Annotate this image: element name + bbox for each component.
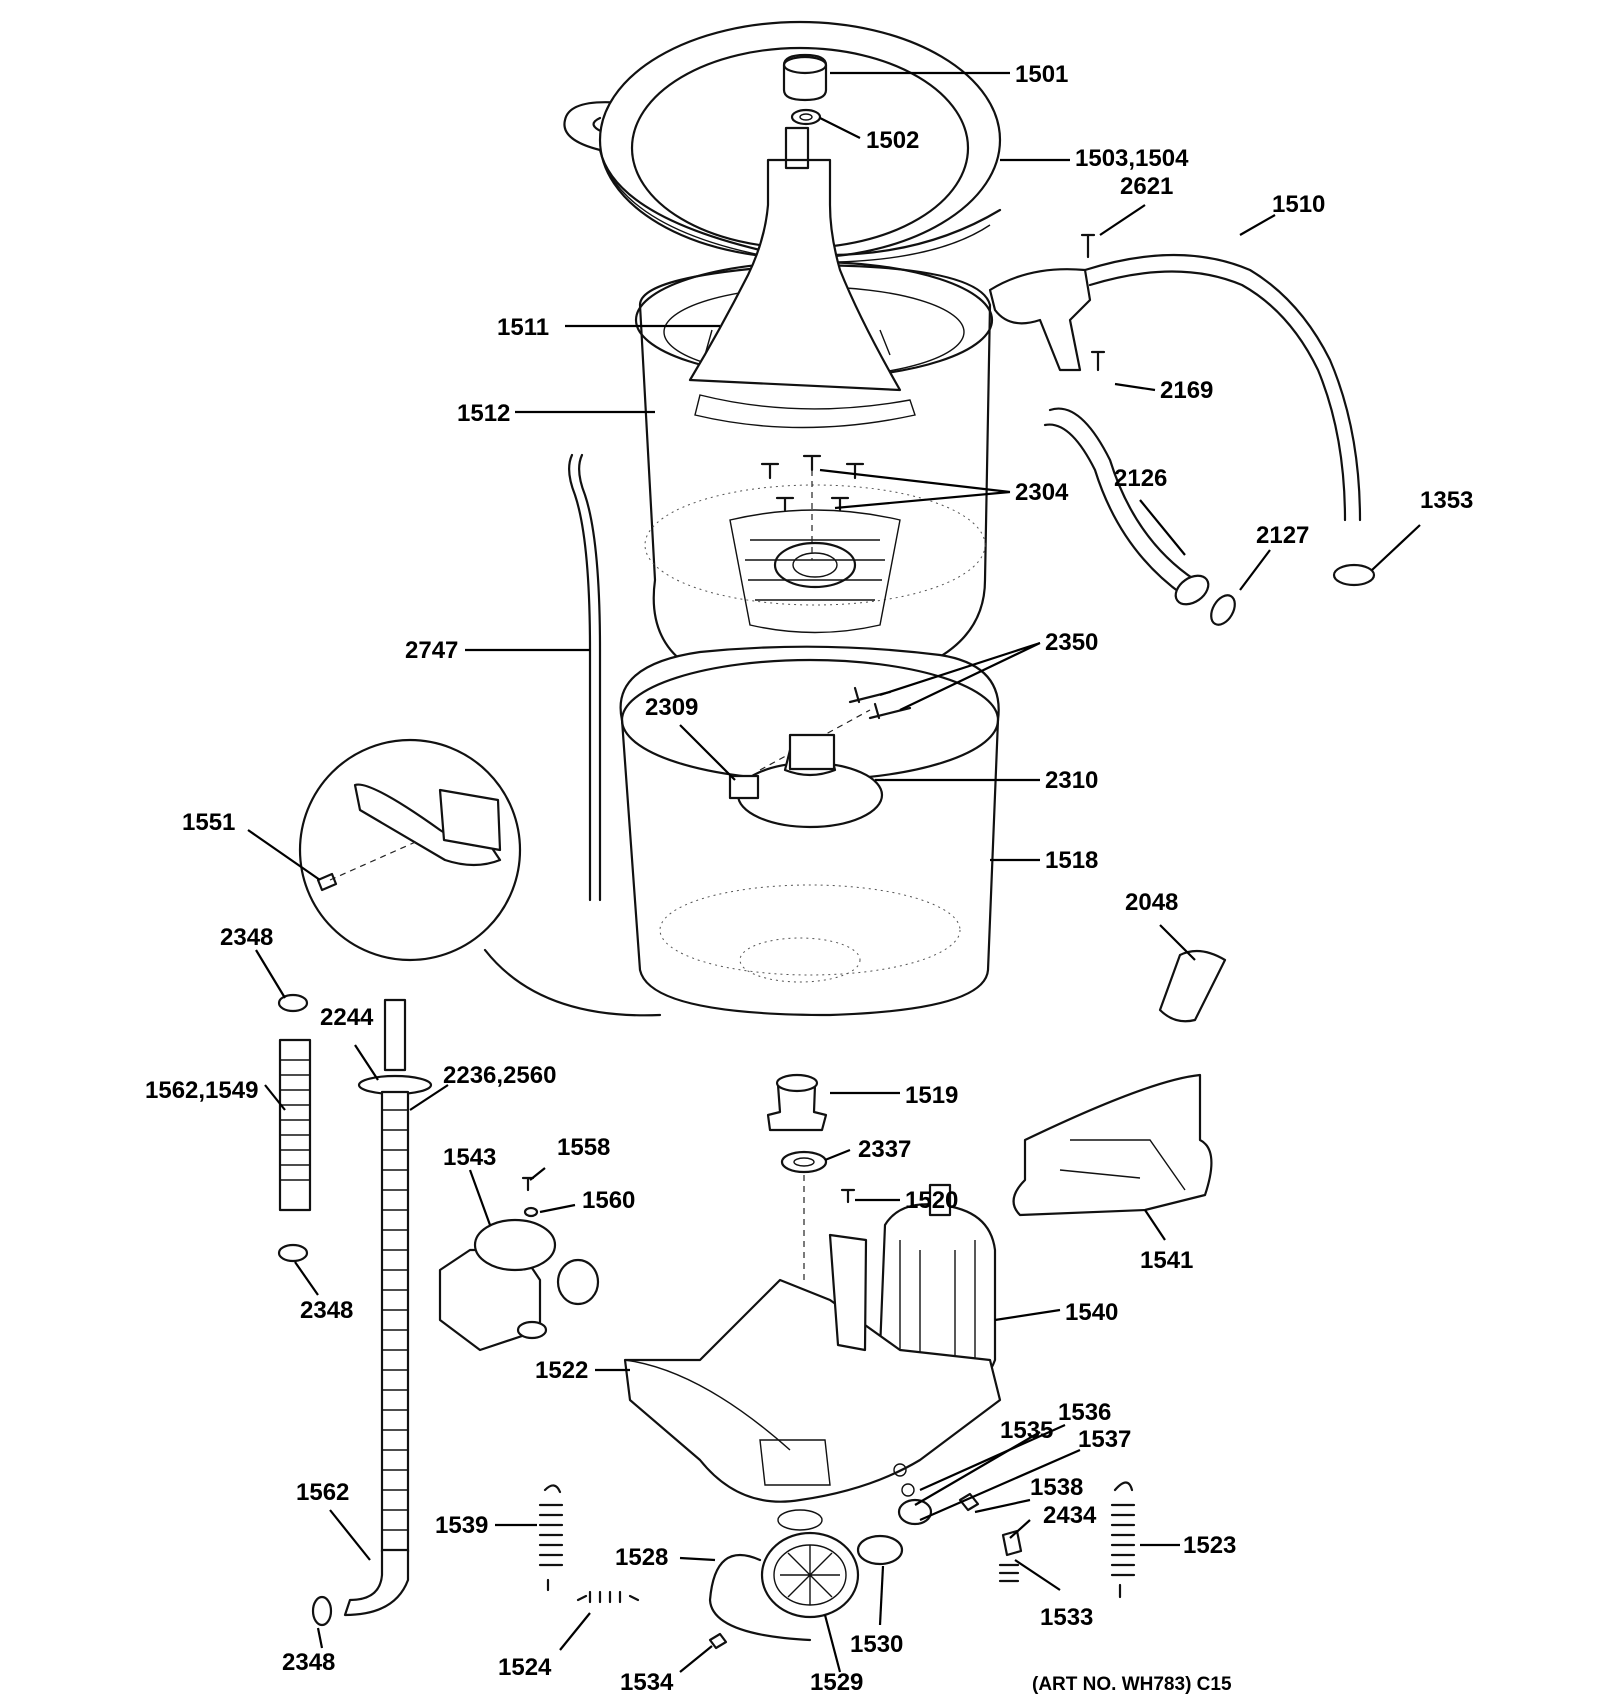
label-2127: 2127: [1256, 522, 1309, 549]
clutch: [856, 1534, 904, 1566]
center-post-bracket: [728, 733, 884, 829]
label-1538: 1538: [1030, 1474, 1083, 1501]
label-1528: 1528: [615, 1544, 668, 1571]
hose-clamp: [1332, 563, 1376, 587]
detail-callout: [298, 738, 662, 1017]
agitator-cap: [782, 53, 828, 102]
label-1533: 1533: [1040, 1604, 1093, 1631]
label-1520: 1520: [905, 1187, 958, 1214]
label-1518: 1518: [1045, 847, 1098, 874]
label-1353: 1353: [1420, 487, 1473, 514]
label-1503-1504: 1503,1504: [1075, 145, 1189, 172]
label-1529: 1529: [810, 1669, 863, 1696]
label-1522: 1522: [535, 1357, 588, 1384]
label-1541: 1541: [1140, 1247, 1193, 1274]
label-2169: 2169: [1160, 377, 1213, 404]
springs: [538, 1481, 1136, 1604]
label-2747: 2747: [405, 637, 458, 664]
small-part: [708, 1632, 728, 1650]
inlet-bracket: [988, 268, 1092, 372]
washer: [790, 108, 822, 126]
drain-hose: [1048, 407, 1197, 582]
standpipe: [343, 998, 433, 1617]
o-ring: [1210, 594, 1236, 626]
label-2244: 2244: [320, 1004, 374, 1031]
fill-hose: [1083, 253, 1362, 522]
label-1511: 1511: [497, 314, 549, 341]
label-1543: 1543: [443, 1144, 496, 1171]
label-1510: 1510: [1272, 191, 1325, 218]
label-2348-bottom: 2348: [282, 1649, 335, 1676]
label-1501: 1501: [1015, 61, 1068, 88]
pulley: [708, 1531, 860, 1642]
label-1540: 1540: [1065, 1299, 1118, 1326]
label-1551: 1551: [182, 809, 235, 836]
coupler: [766, 1073, 856, 1280]
label-2348-mid: 2348: [300, 1297, 353, 1324]
part-labels: 1501 1502 1503,1504 2621 1510 1511 2169 …: [145, 61, 1473, 1696]
nut: [958, 1492, 980, 1512]
label-2304: 2304: [1015, 479, 1069, 506]
label-1558: 1558: [557, 1134, 610, 1161]
label-2350: 2350: [1045, 629, 1098, 656]
label-2309: 2309: [645, 694, 698, 721]
label-2126: 2126: [1114, 465, 1167, 492]
label-1534: 1534: [620, 1669, 674, 1696]
label-2236-2560: 2236,2560: [443, 1062, 556, 1089]
pump-hose: [278, 1038, 312, 1212]
label-2310: 2310: [1045, 767, 1098, 794]
label-1524: 1524: [498, 1654, 552, 1681]
label-1537: 1537: [1078, 1426, 1131, 1453]
label-1535: 1535: [1000, 1417, 1053, 1444]
label-1536: 1536: [1058, 1399, 1111, 1426]
capacitor: [1158, 949, 1227, 1023]
label-2337: 2337: [858, 1136, 911, 1163]
motor-shield: [1012, 1073, 1213, 1217]
label-1512: 1512: [457, 400, 510, 427]
label-1539: 1539: [435, 1512, 488, 1539]
label-1560: 1560: [582, 1187, 635, 1214]
motor: [878, 1183, 997, 1397]
label-1502: 1502: [866, 127, 919, 154]
label-2621: 2621: [1120, 173, 1173, 200]
label-2348-top: 2348: [220, 924, 273, 951]
outer-tub: [619, 645, 1000, 1017]
tube: [568, 453, 592, 902]
drain-pump: [438, 1218, 600, 1352]
platform: [623, 1233, 1002, 1531]
label-1523: 1523: [1183, 1532, 1236, 1559]
leader-lines: [247, 71, 1421, 1673]
label-1530: 1530: [850, 1631, 903, 1658]
clamp: [277, 993, 309, 1013]
label-1562-1549: 1562,1549: [145, 1077, 258, 1104]
art-number: (ART NO. WH783) C15: [1032, 1674, 1232, 1695]
label-2434: 2434: [1043, 1502, 1097, 1529]
label-1562: 1562: [296, 1479, 349, 1506]
label-2048: 2048: [1125, 889, 1178, 916]
clip: [1001, 1529, 1023, 1557]
label-1519: 1519: [905, 1082, 958, 1109]
